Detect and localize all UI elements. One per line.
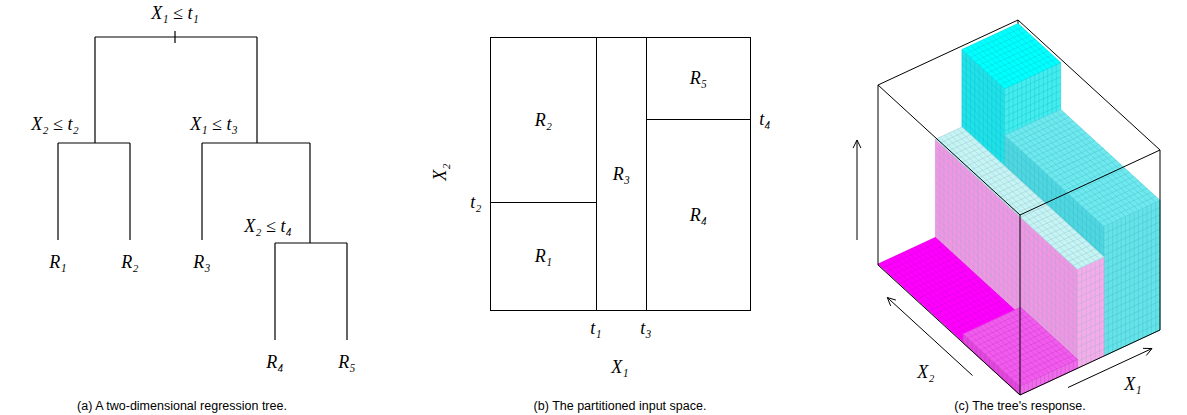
subfigure-caption: (c) The tree's response. (954, 400, 1085, 413)
axis-label: X₂ (431, 163, 449, 180)
surface-face (1104, 200, 1160, 356)
region-label: R₂ (535, 110, 552, 131)
leaf-label: R₅ (338, 353, 355, 371)
tree-branches (58, 31, 347, 340)
partition-region: R₅ (646, 37, 751, 120)
leaf-label: R₂ (121, 253, 138, 271)
partition-region: R₃ (596, 37, 647, 311)
response-surface (878, 20, 1160, 395)
box-edge (878, 85, 1020, 215)
region-label: R₁ (535, 246, 552, 267)
surface-mesh (1021, 205, 1104, 269)
surface-face (1021, 205, 1104, 269)
axis-label: X₁ (611, 358, 628, 376)
box-edge (878, 85, 879, 265)
threshold-label: t₂ (470, 193, 481, 211)
surface-mesh (962, 24, 1061, 89)
box-edge (878, 265, 1020, 395)
region-label: R₃ (613, 164, 630, 185)
split-condition: X₁ ≤ t₁ (149, 4, 200, 22)
region-label: R₅ (690, 68, 707, 89)
region-label: R₄ (690, 205, 707, 226)
leaf-label: R₁ (49, 253, 66, 271)
surface-mesh (1047, 148, 1160, 226)
axis-label: X₁ (1122, 375, 1143, 393)
surface-mesh (1104, 200, 1160, 356)
surface-face (962, 24, 1061, 89)
box-edge (1160, 150, 1161, 330)
surface-face (1047, 148, 1160, 226)
box-front (878, 20, 1160, 395)
leaf-label: R₃ (193, 253, 210, 271)
split-condition: X₂ ≤ t₄ (242, 217, 293, 235)
axis-arrows (853, 140, 1152, 388)
leaf-label: R₄ (266, 353, 283, 371)
partition-region: R₁ (490, 202, 597, 311)
box-edge (1018, 20, 1160, 150)
box-edge (878, 20, 1018, 85)
surface-mesh (1077, 257, 1104, 368)
box-edge (1020, 215, 1021, 395)
axis-arrow (853, 140, 861, 240)
box-edge (1020, 150, 1160, 215)
surface-face (1077, 257, 1104, 368)
split-condition: X₁ ≤ t₃ (188, 115, 239, 133)
partition-region: R₄ (646, 119, 751, 311)
box-edge (1020, 330, 1160, 395)
threshold-label: t₄ (759, 110, 770, 128)
threshold-label: t₃ (640, 319, 651, 337)
axis-label: X₂ (915, 363, 936, 381)
threshold-label: t₁ (590, 319, 601, 337)
partition-region: R₂ (490, 37, 597, 203)
subfigure-caption: (b) The partitioned input space. (534, 400, 707, 413)
subfigure-caption: (a) A two-dimensional regression tree. (77, 400, 287, 413)
split-condition: X₂ ≤ t₂ (29, 115, 80, 133)
